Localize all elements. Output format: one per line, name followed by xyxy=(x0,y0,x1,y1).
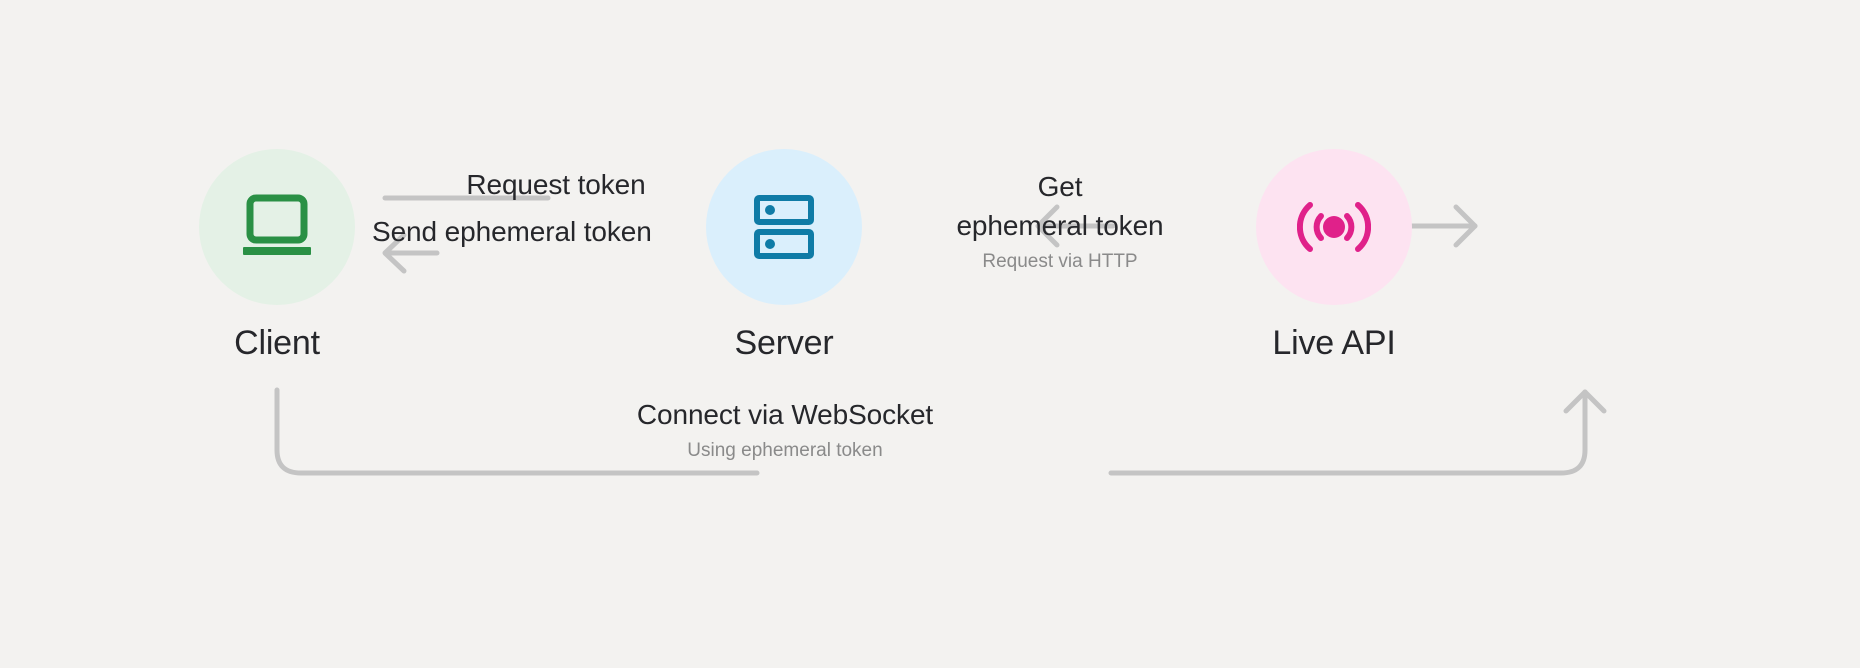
laptop-icon xyxy=(243,194,311,255)
edge-sublabel-using-ephemeral-token: Using ephemeral token xyxy=(687,440,883,461)
broadcast-icon xyxy=(1297,202,1371,252)
node-client-label: Client xyxy=(234,324,320,362)
arrowhead-get-token-right xyxy=(1453,204,1478,248)
edge-label-send-ephemeral-token: Send ephemeral token xyxy=(372,212,652,251)
edge-label-get-ephemeral-token: Get ephemeral token Request via HTTP xyxy=(955,167,1165,275)
node-client[interactable]: Client xyxy=(177,149,377,363)
edge-label-send-ephemeral-token-text: Send ephemeral token xyxy=(372,216,652,247)
server-icon xyxy=(754,195,814,259)
node-liveapi-label: Live API xyxy=(1272,324,1396,362)
node-client-circle xyxy=(199,149,355,305)
edge-label-connect-websocket-text: Connect via WebSocket xyxy=(636,399,934,430)
node-server-label: Server xyxy=(734,324,834,362)
node-server-circle xyxy=(706,149,862,305)
node-liveapi[interactable]: Live API xyxy=(1234,149,1434,363)
edge-label-request-token: Request token xyxy=(466,165,646,204)
edge-sublabel-request-via-http: Request via HTTP xyxy=(982,251,1138,272)
edge-label-get-ephemeral-token-line2: ephemeral token xyxy=(956,210,1164,241)
arrowhead-websocket-up xyxy=(1563,389,1607,414)
node-server[interactable]: Server xyxy=(684,149,884,363)
edge-label-get-ephemeral-token-line1: Get xyxy=(1037,171,1083,202)
edge-label-connect-websocket: Connect via WebSocket Using ephemeral to… xyxy=(635,395,935,464)
edge-label-request-token-text: Request token xyxy=(466,169,646,200)
node-liveapi-circle xyxy=(1256,149,1412,305)
connector-websocket-right xyxy=(1108,389,1588,476)
